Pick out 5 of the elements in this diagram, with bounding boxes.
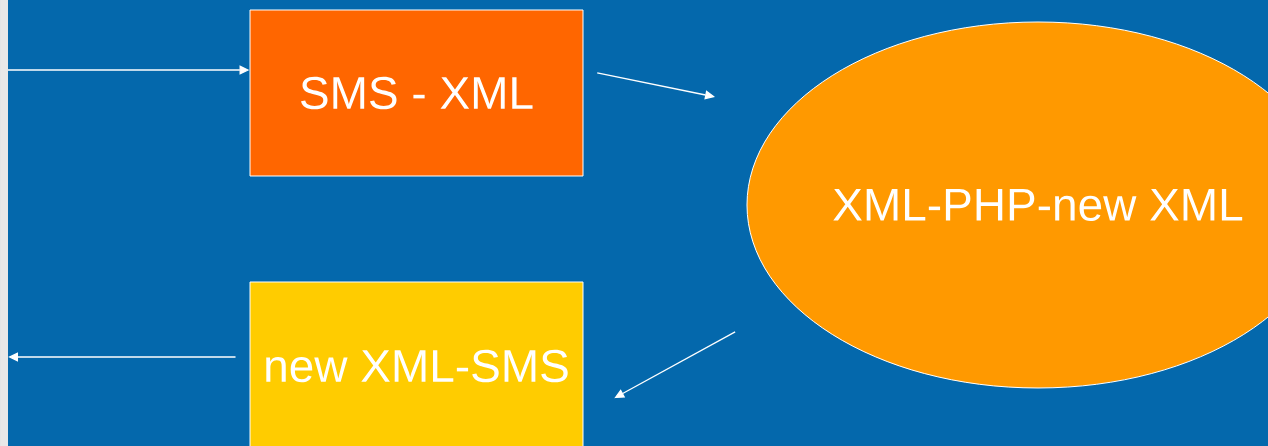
arrow: [8, 352, 237, 362]
process-box: new XML-SMS: [249, 281, 584, 446]
process-box: SMS - XML: [249, 9, 584, 177]
arrow: [596, 72, 715, 100]
arrow: [614, 331, 736, 399]
